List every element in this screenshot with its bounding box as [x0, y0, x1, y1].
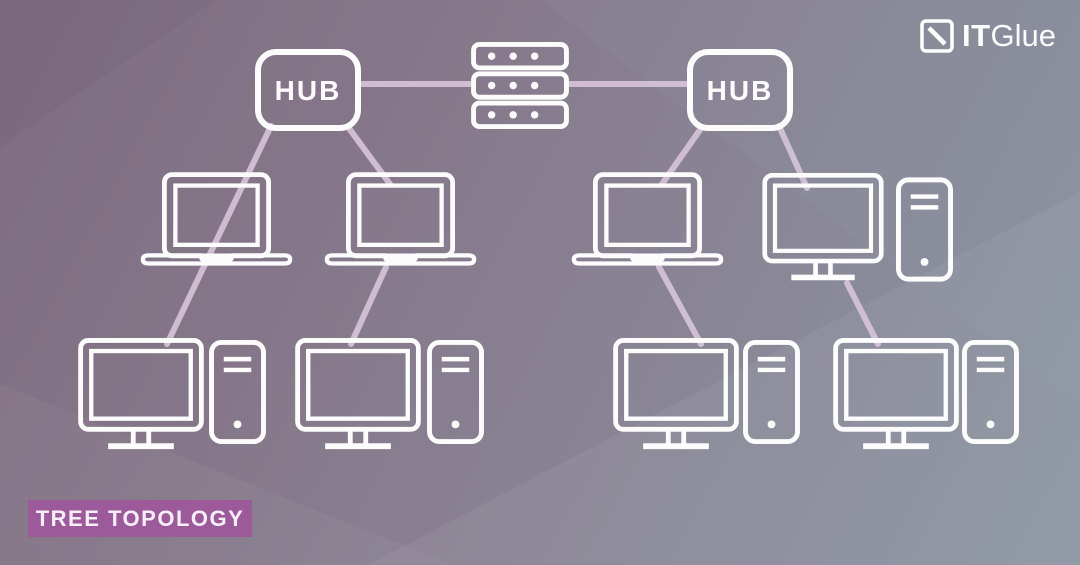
tower-icon — [430, 342, 482, 441]
desktop-tower-icon — [298, 340, 482, 446]
monitor-icon — [836, 340, 957, 446]
topology-badge: TREE TOPOLOGY — [28, 500, 252, 537]
tower-icon — [898, 180, 950, 279]
hub-right: HUB — [687, 49, 793, 131]
monitor-icon — [616, 340, 737, 446]
monitor-icon — [81, 340, 202, 446]
hub-left: HUB — [255, 49, 361, 131]
logo-text-light: Glue — [990, 18, 1056, 53]
hub-left-box — [255, 49, 361, 131]
connection-line-laptop3-ws3 — [656, 264, 704, 347]
laptop-icon — [143, 175, 290, 264]
desktop-tower-icon — [836, 340, 1017, 446]
itglue-mark-icon — [920, 19, 954, 53]
monitor-icon — [765, 175, 882, 277]
monitor-icon — [298, 340, 419, 446]
server-icon — [474, 44, 567, 126]
connection-line-hubleft-laptop1-ws1 — [164, 123, 274, 347]
tower-icon — [212, 342, 264, 441]
desktop-tower-icon — [765, 175, 951, 279]
tower-icon — [965, 342, 1017, 441]
badge-label: TREE TOPOLOGY — [35, 505, 245, 531]
logo-text-bold: IT — [961, 18, 991, 53]
logo-text: ITGlue — [962, 19, 1056, 53]
laptop-icon — [574, 175, 721, 264]
connection-line-laptop2-ws2 — [348, 264, 389, 347]
connection-lines — [164, 81, 881, 347]
tower-icon — [746, 342, 798, 441]
desktop-tower-icon — [81, 340, 264, 446]
hub-left-label: HUB — [275, 75, 342, 106]
connection-line-hubright-desktop1 — [776, 123, 810, 191]
hub-right-box — [687, 49, 793, 131]
hub-right-label: HUB — [707, 75, 774, 106]
connection-line-desktop1-ws4 — [844, 280, 881, 347]
desktop-tower-icon — [616, 340, 798, 446]
itglue-logo: ITGlue — [920, 19, 1056, 53]
laptop-icon — [327, 175, 474, 264]
